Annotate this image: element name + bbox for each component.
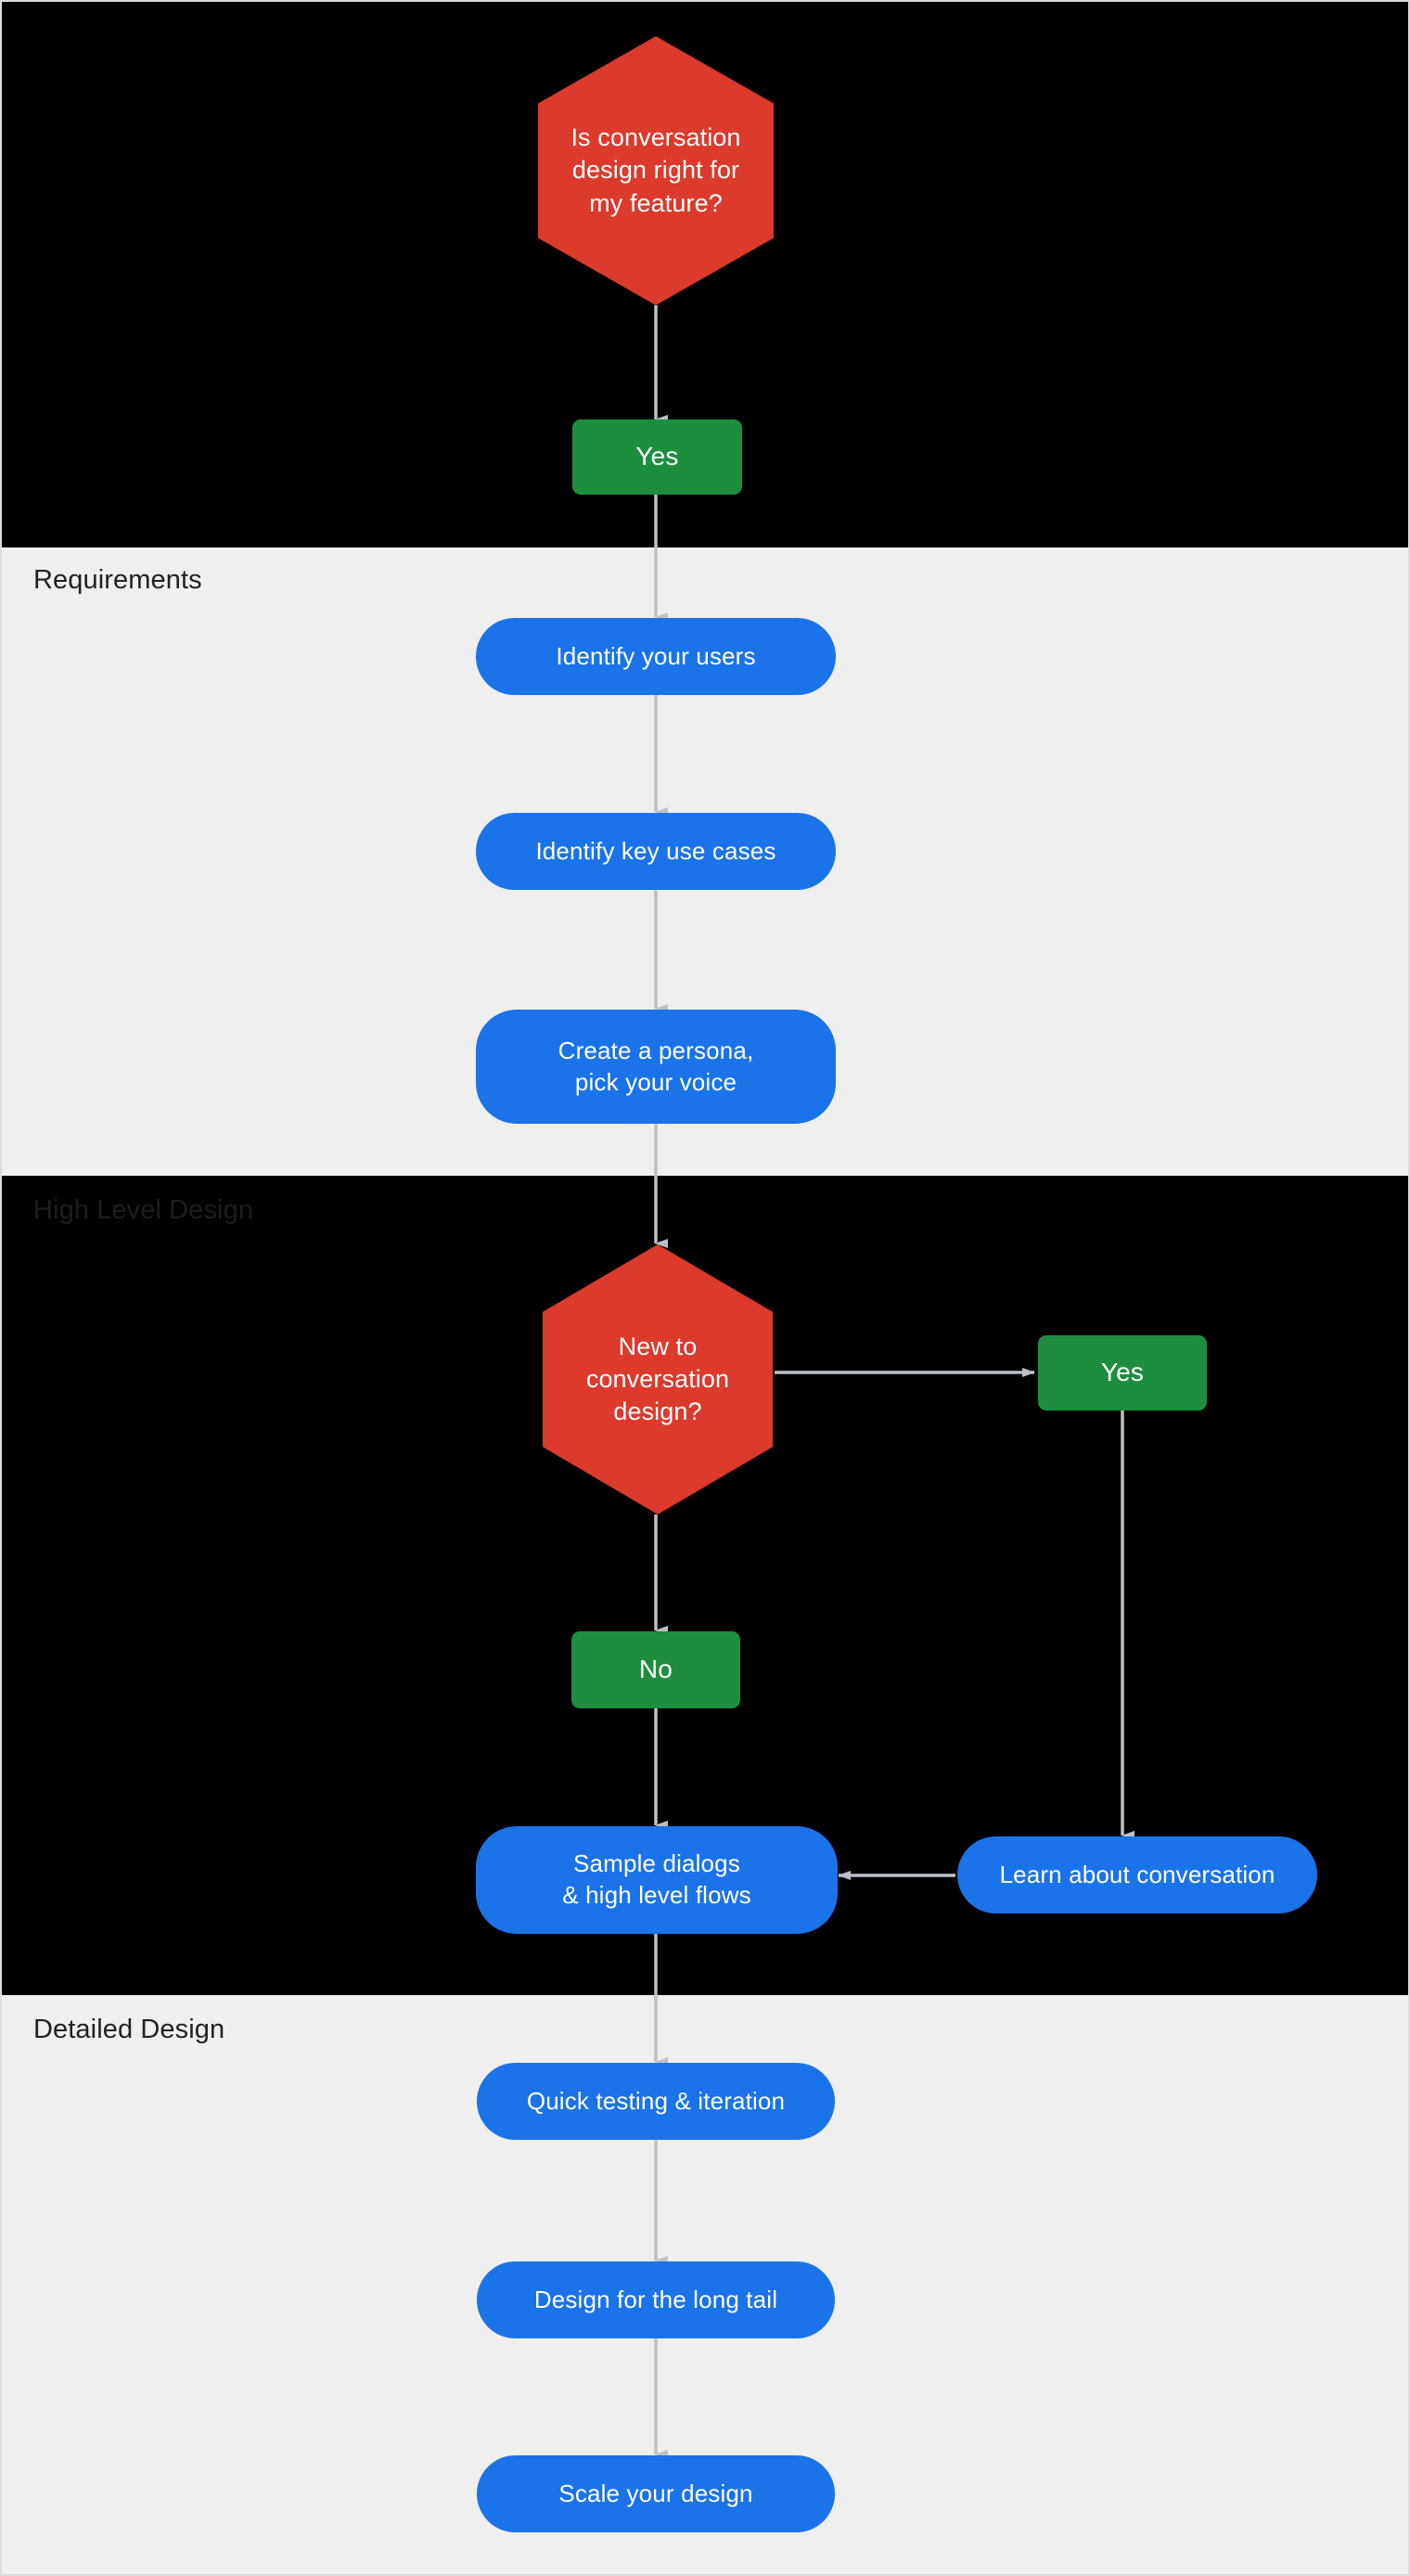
answer-node-no[interactable]: No — [571, 1631, 740, 1708]
step-node-identify-your-users[interactable]: Identify your users — [476, 618, 836, 695]
step-node-learn-about-conversation[interactable]: Learn about conversation — [957, 1836, 1317, 1913]
band-label-detailed-design: Detailed Design — [33, 2015, 225, 2044]
band-label-requirements: Requirements — [33, 565, 202, 595]
step-node-design-for-the-long-tail[interactable]: Design for the long tail — [477, 2261, 835, 2338]
answer-node-yes-right[interactable]: Yes — [1038, 1335, 1207, 1410]
step-node-sample-dialogs-high-level-flows[interactable]: Sample dialogs & high level flows — [476, 1826, 838, 1934]
answer-node-yes-top[interactable]: Yes — [572, 419, 742, 495]
step-node-create-persona-pick-voice[interactable]: Create a persona, pick your voice — [476, 1010, 836, 1124]
step-node-scale-your-design[interactable]: Scale your design — [477, 2455, 835, 2532]
step-node-quick-testing-iteration[interactable]: Quick testing & iteration — [477, 2063, 835, 2140]
step-node-identify-key-use-cases[interactable]: Identify key use cases — [476, 813, 836, 890]
band-label-high-level: High Level Design — [33, 1195, 254, 1225]
